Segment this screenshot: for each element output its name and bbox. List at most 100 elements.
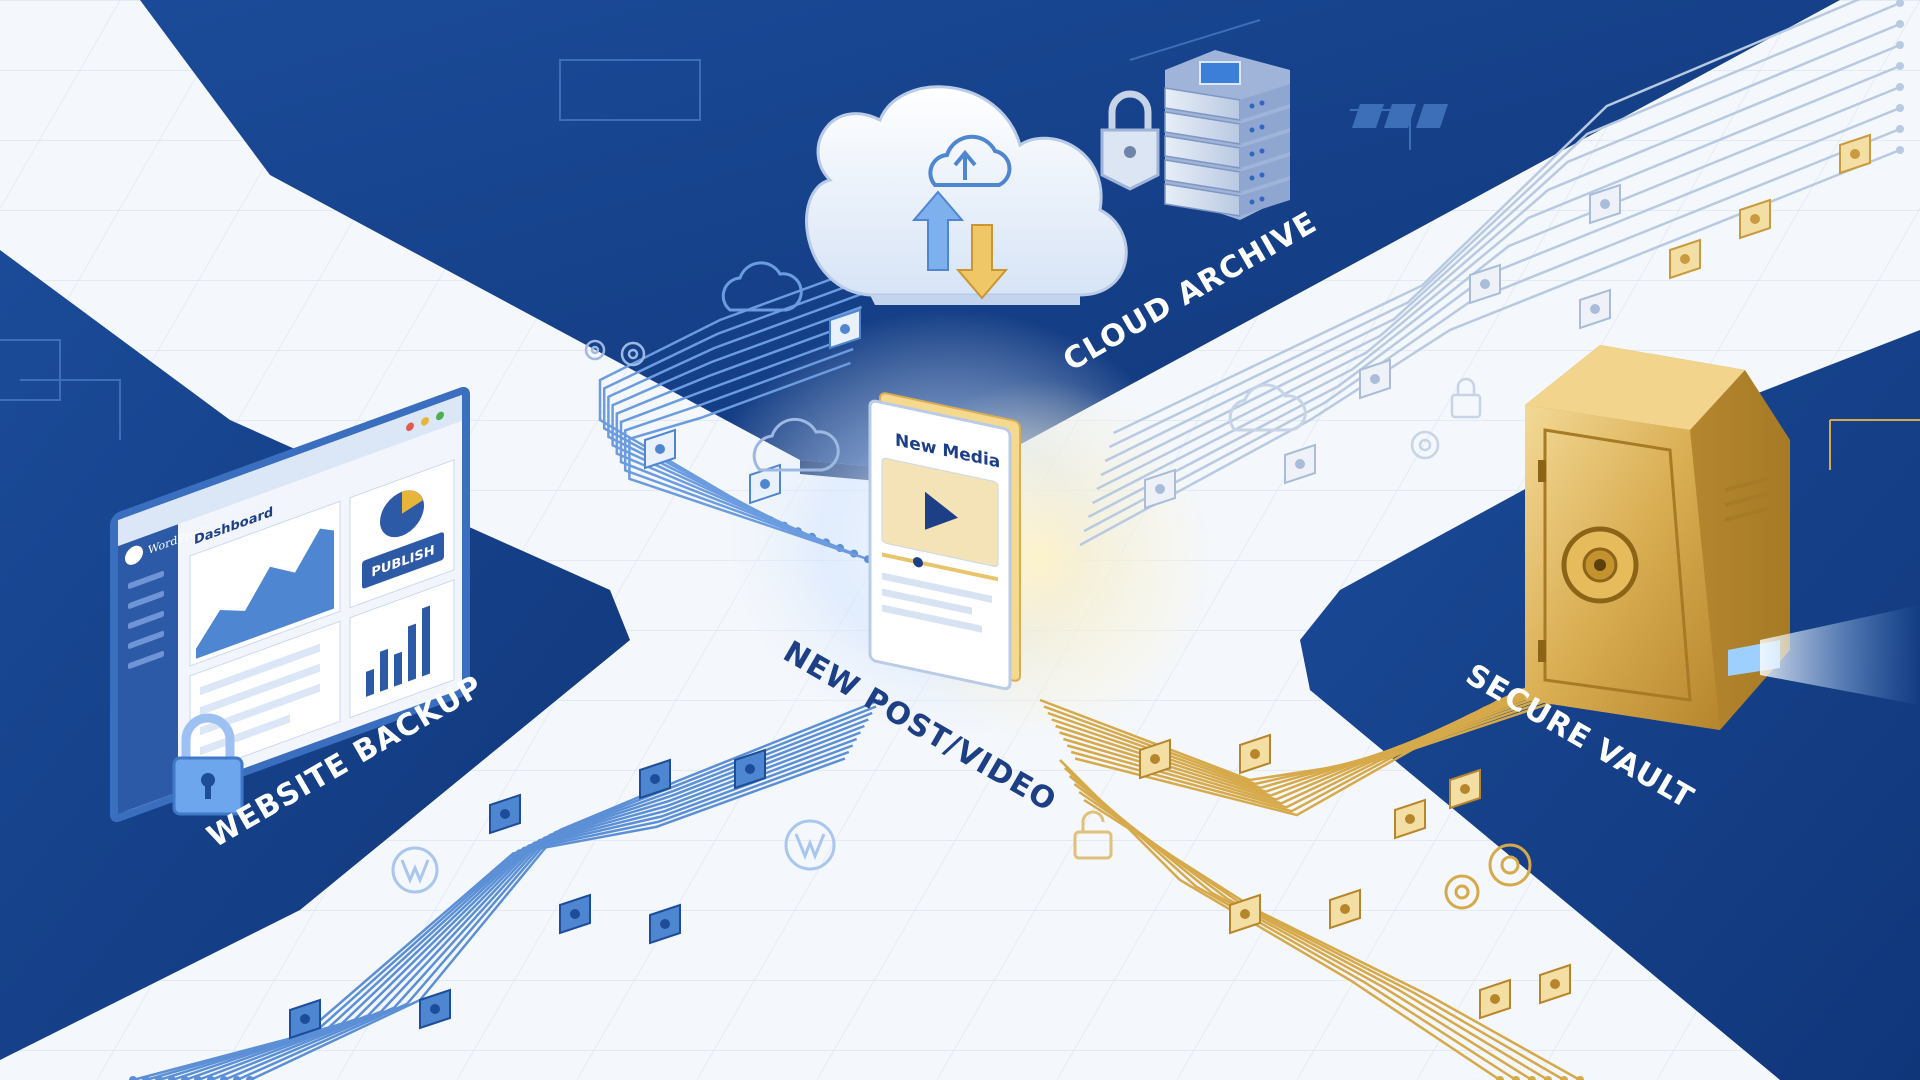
server-unit-side <box>1240 84 1290 120</box>
circuit-line <box>619 333 857 550</box>
chart-icon <box>1295 459 1305 469</box>
circuit-line <box>1113 0 1861 435</box>
cloud-icon <box>840 324 850 334</box>
chart-icon <box>1480 279 1490 289</box>
server-led <box>1249 175 1255 181</box>
line-endpoint <box>233 1076 241 1080</box>
play-button-icon[interactable] <box>925 491 958 537</box>
server-led <box>1259 100 1265 106</box>
lock-packet <box>1449 768 1481 810</box>
document-icon <box>1850 149 1860 159</box>
line-endpoint <box>1544 1076 1552 1080</box>
wordpress-icon <box>660 919 670 929</box>
lock-packet <box>1139 738 1171 780</box>
safe-vent <box>1724 476 1771 522</box>
server-led <box>1249 199 1255 205</box>
wordpress-outline-icon <box>391 819 836 894</box>
navy-decoration <box>1829 419 1920 470</box>
circuit-line <box>1100 43 1901 477</box>
up-arrow-icon <box>911 190 965 271</box>
wordpress-icon <box>300 1014 310 1024</box>
chart-packet <box>1589 183 1621 225</box>
wordpress-icon <box>125 545 143 565</box>
line-endpoint <box>1896 146 1904 154</box>
server-unit-side <box>1240 132 1290 168</box>
cloud-packet <box>644 428 676 470</box>
wordpress-icon <box>500 809 510 819</box>
wordpress-icon <box>650 774 660 784</box>
circuit-line <box>132 757 846 1080</box>
server-led <box>1249 151 1255 157</box>
window-close-dot[interactable] <box>406 421 414 432</box>
list-rows <box>200 643 320 756</box>
navy-decoration <box>0 339 121 440</box>
line-endpoint <box>1496 1076 1504 1080</box>
window-maximize-dot[interactable] <box>436 410 444 421</box>
line-endpoint <box>1560 1076 1568 1080</box>
server-led <box>1259 172 1265 178</box>
line-endpoint <box>220 1076 228 1080</box>
circuit-line <box>611 305 863 538</box>
line-endpoint <box>129 1076 137 1080</box>
publish-button[interactable] <box>362 531 444 589</box>
server-led <box>1259 148 1265 154</box>
safe-door <box>1543 428 1692 702</box>
lock-packet <box>1479 978 1511 1020</box>
outline-icons <box>391 261 1532 910</box>
circuit-line <box>615 319 860 544</box>
circuit-line <box>1083 798 1581 1080</box>
secure-vault-illustration: SECURE VAULT <box>1460 345 1920 816</box>
dashboard-sidebar <box>118 524 178 815</box>
server-led <box>1259 124 1265 130</box>
data-beam <box>1760 605 1920 705</box>
navy-bars-decoration <box>1352 104 1448 128</box>
cloud-outline-icon <box>721 261 803 312</box>
wordpress-packet <box>734 748 766 790</box>
data-packets <box>289 133 1871 1040</box>
circuit-line <box>1092 85 1901 505</box>
circuit-line <box>1108 1 1901 449</box>
chart-packet <box>1284 443 1316 485</box>
sidebar-menu-items <box>128 570 164 669</box>
server-display <box>1199 61 1241 85</box>
circuit-line <box>1087 106 1901 519</box>
wordpress-packet <box>419 988 451 1030</box>
lock-icon <box>1405 814 1415 824</box>
navy-decoration <box>559 59 701 121</box>
line-endpoint <box>1896 83 1904 91</box>
window-minimize-dot[interactable] <box>421 416 429 427</box>
chart-icon <box>1600 199 1610 209</box>
wordpress-icon <box>570 909 580 919</box>
browser-titlebar <box>118 394 462 547</box>
wordpress-packet <box>639 758 671 800</box>
new-post-illustration: New Media NEW POST/VIDEO <box>777 392 1062 819</box>
wordpress-packet <box>649 903 681 945</box>
line-endpoint <box>1896 104 1904 112</box>
padlock-icon <box>172 713 244 816</box>
server-unit-side <box>1240 156 1290 192</box>
line-endpoint <box>1528 1076 1536 1080</box>
video-progress-knob[interactable] <box>913 556 923 568</box>
chart-icon <box>1370 374 1380 384</box>
area-chart-icon <box>196 528 334 659</box>
chart-packet <box>1144 468 1176 510</box>
wordpress-icon <box>430 1004 440 1014</box>
server-unit-side <box>1240 108 1290 144</box>
chart-packet <box>1469 263 1501 305</box>
chart-packet <box>1579 288 1611 330</box>
document-icon <box>1680 254 1690 264</box>
line-endpoint <box>1896 125 1904 133</box>
line-endpoint <box>1896 41 1904 49</box>
circuit-line <box>1083 127 1901 533</box>
wordpress-packet <box>489 793 521 835</box>
lock-icon <box>1250 749 1260 759</box>
lock-packet <box>1394 798 1426 840</box>
server-led <box>1249 127 1255 133</box>
text-lines <box>882 572 992 633</box>
circuit-line <box>628 361 869 561</box>
circuit-line <box>623 347 855 555</box>
document-icon <box>1750 214 1760 224</box>
line-endpoint <box>1576 1076 1584 1080</box>
